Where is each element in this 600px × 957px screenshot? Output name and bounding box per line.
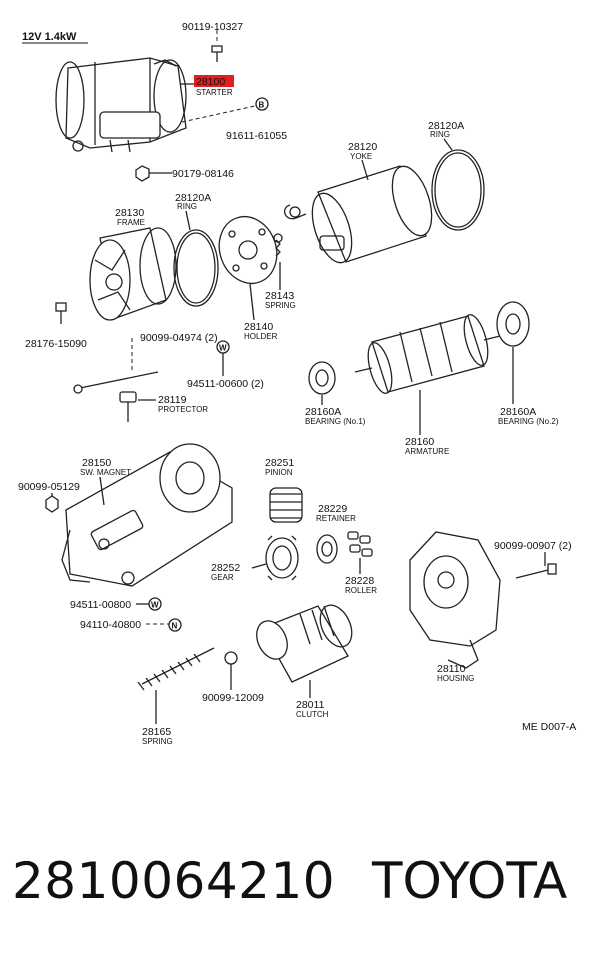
ring-28120a-top xyxy=(431,149,485,231)
ball-90099-12009 xyxy=(224,651,238,665)
retainer-28229 xyxy=(316,534,338,564)
ring-28120a-left xyxy=(173,229,219,307)
label-28120: 28120 xyxy=(348,141,377,153)
armature-28160 xyxy=(354,314,501,394)
screw-28176 xyxy=(55,302,67,324)
label-28229: 28229 xyxy=(318,503,347,515)
gear-28252 xyxy=(265,535,299,581)
b-marker-icon xyxy=(255,97,269,111)
n-marker-icon xyxy=(168,618,182,632)
label-28176: 28176-15090 xyxy=(25,338,87,350)
sw-magnet-28150 xyxy=(61,443,233,587)
through-bolt xyxy=(79,371,159,389)
label-roller: ROLLER xyxy=(345,586,377,595)
label-starter: STARTER xyxy=(196,88,233,97)
brand-name: TOYOTA xyxy=(372,852,568,910)
label-91611: 91611-61055 xyxy=(226,130,287,142)
frame-28130 xyxy=(89,227,177,321)
spring-28143 xyxy=(275,239,281,257)
label-28150: 28150 xyxy=(82,457,111,469)
label-28110: 28110 xyxy=(437,663,466,675)
bolt-90099-00907 xyxy=(515,563,557,579)
label-28160a-left: 28160A xyxy=(305,406,341,418)
label-armature: ARMATURE xyxy=(405,447,449,456)
label-housing: HOUSING xyxy=(437,674,474,683)
mark-n: N xyxy=(172,622,178,631)
label-90099-04974: 90099-04974 (2) xyxy=(140,332,218,344)
label-ring-top: RING xyxy=(430,130,450,139)
label-ring-left: RING xyxy=(177,202,197,211)
highlight-box-28100 xyxy=(194,75,234,87)
spec-label: 12V 1.4kW xyxy=(22,31,77,43)
label-28130: 28130 xyxy=(115,207,144,219)
label-28140: 28140 xyxy=(244,321,273,333)
holder-28140 xyxy=(218,215,278,285)
label-28251: 28251 xyxy=(265,457,294,469)
label-28119: 28119 xyxy=(158,394,187,406)
label-90119: 90119-10327 xyxy=(182,21,243,33)
label-28143: 28143 xyxy=(265,290,294,302)
label-90099-00907: 90099-00907 (2) xyxy=(494,540,572,552)
label-28120a-left: 28120A xyxy=(175,192,211,204)
part-number: 2810064210 xyxy=(12,852,336,910)
label-28252: 28252 xyxy=(211,562,240,574)
label-yoke: YOKE xyxy=(350,152,372,161)
label-clutch: CLUTCH xyxy=(296,710,329,719)
starter-assembly xyxy=(55,57,187,153)
bolt-90119 xyxy=(211,30,223,62)
label-90099-05129: 90099-05129 xyxy=(18,481,80,493)
mark-w2: W xyxy=(151,601,159,610)
label-94511-00600: 94511-00600 (2) xyxy=(187,378,264,390)
mark-w1: W xyxy=(219,344,227,353)
label-28100: 28100 xyxy=(196,76,225,88)
starter-exploded-diagram: 12V 1.4kW 90119-10327 28100 STARTER B 91… xyxy=(18,21,576,746)
label-90099-12009: 90099-12009 xyxy=(202,692,264,704)
mark-b: B xyxy=(259,101,265,110)
spring-28165 xyxy=(137,647,215,691)
label-gear: GEAR xyxy=(211,573,234,582)
label-protector: PROTECTOR xyxy=(158,405,208,414)
label-spring-165: SPRING xyxy=(142,737,173,746)
label-sw-magnet: SW. MAGNET xyxy=(80,468,131,477)
diagram-code: ME D007-A xyxy=(522,721,576,733)
label-28228: 28228 xyxy=(345,575,374,587)
label-bearing-1: BEARING (No.1) xyxy=(305,417,366,426)
yoke-28120 xyxy=(283,165,433,264)
label-retainer: RETAINER xyxy=(316,514,356,523)
label-90179: 90179-08146 xyxy=(172,168,234,180)
label-94511-00800: 94511-00800 xyxy=(70,599,131,611)
label-28165: 28165 xyxy=(142,726,171,738)
bearing-no2 xyxy=(496,301,530,347)
label-28160a-right: 28160A xyxy=(500,406,536,418)
label-bearing-2: BEARING (No.2) xyxy=(498,417,559,426)
protector-28119 xyxy=(119,391,137,422)
label-frame: FRAME xyxy=(117,218,145,227)
clutch-28011 xyxy=(256,604,353,683)
label-28011: 28011 xyxy=(296,699,325,711)
pinion-28251 xyxy=(269,487,303,523)
label-28160: 28160 xyxy=(405,436,434,448)
housing-28110 xyxy=(409,531,501,669)
label-28120a-top: 28120A xyxy=(428,120,464,132)
label-spring-143: SPRING xyxy=(265,301,296,310)
label-holder: HOLDER xyxy=(244,332,278,341)
bearing-no1 xyxy=(308,361,336,395)
label-pinion: PINION xyxy=(265,468,293,477)
label-94110-40800: 94110-40800 xyxy=(80,619,141,631)
rollers-28228 xyxy=(347,531,373,557)
